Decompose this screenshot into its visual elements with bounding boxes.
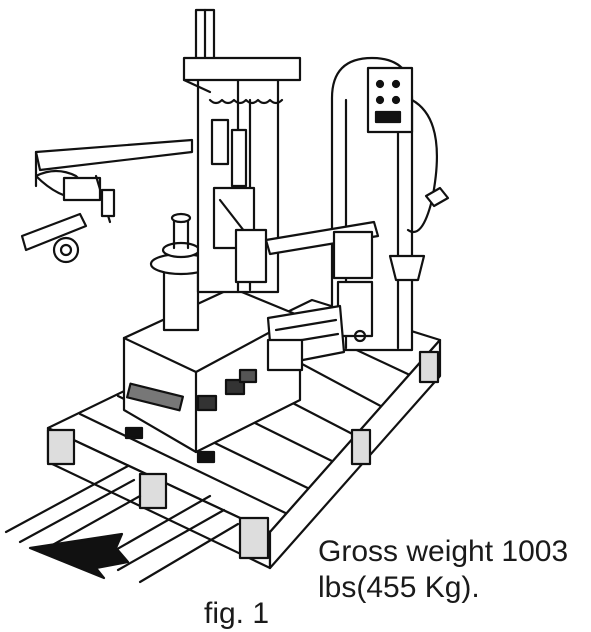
gross-weight-caption: Gross weight 1003 lbs(455 Kg). xyxy=(318,534,568,606)
gross-weight-line-2: lbs(455 Kg). xyxy=(318,571,480,604)
direction-arrow xyxy=(28,532,130,580)
figure-caption: fig. 1 xyxy=(204,597,270,630)
bead-breaker-arm xyxy=(20,138,194,264)
main-tower xyxy=(182,8,302,294)
right-tower xyxy=(264,56,450,372)
forklift-forks xyxy=(4,464,240,584)
gross-weight-line-1: Gross weight 1003 xyxy=(318,535,569,568)
turntable-column xyxy=(149,212,213,332)
